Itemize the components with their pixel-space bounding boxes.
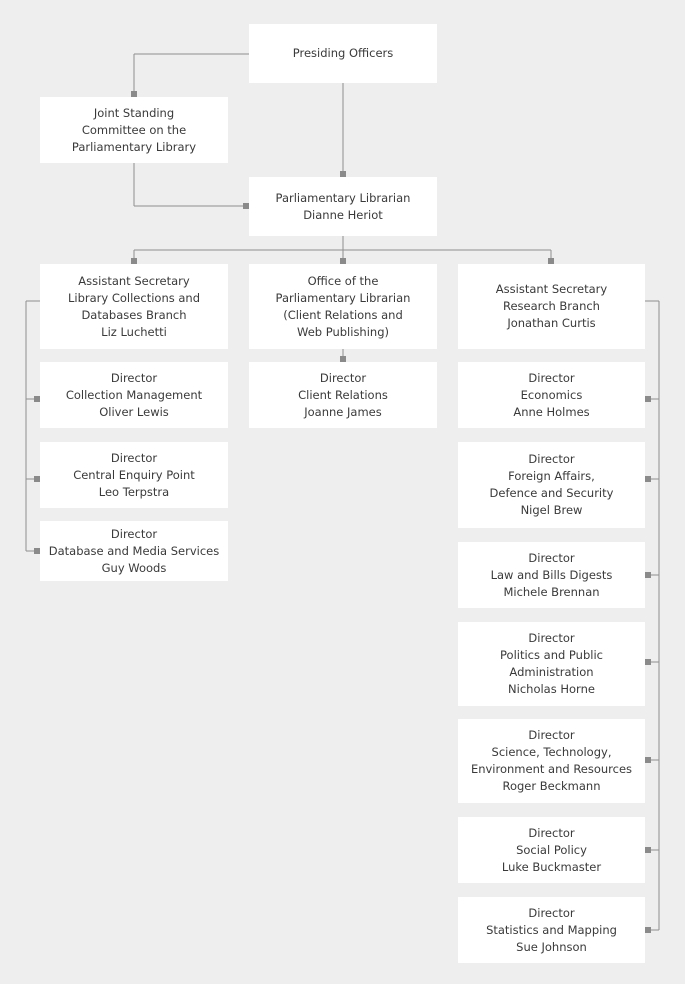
node-text: Office of the [307, 273, 379, 288]
node-text: Leo Terpstra [98, 484, 170, 499]
node-foreign-affairs: Director Foreign Affairs, Defence and Se… [458, 442, 645, 528]
node-text: Central Enquiry Point [73, 467, 195, 482]
node-text: Web Publishing) [297, 324, 389, 339]
node-office-of-librarian: Office of the Parliamentary Librarian (C… [249, 264, 437, 349]
node-economics: Director Economics Anne Holmes [458, 362, 645, 428]
node-text: Defence and Security [489, 486, 614, 500]
node-text: Law and Bills Digests [490, 567, 613, 582]
node-text: Director [528, 631, 575, 645]
node-parliamentary-librarian: Parliamentary Librarian Dianne Heriot [249, 177, 437, 236]
node-text: Joint Standing [93, 105, 175, 120]
node-text: Dianne Heriot [303, 207, 383, 222]
node-text: Nigel Brew [520, 503, 583, 517]
node-text: Collection Management [65, 387, 203, 402]
node-text: Social Policy [516, 842, 587, 857]
node-text: Foreign Affairs, [508, 469, 595, 483]
node-collection-management: Director Collection Management Oliver Le… [40, 362, 228, 428]
node-text: Statistics and Mapping [486, 922, 617, 937]
node-text: Director [319, 370, 367, 385]
node-text: Assistant Secretary [495, 282, 608, 296]
node-text: Library Collections and [67, 290, 201, 305]
node-text: Databases Branch [81, 307, 187, 322]
node-text: Luke Buckmaster [501, 859, 602, 874]
node-assistant-secretary-research: Assistant Secretary Research Branch Jona… [458, 264, 645, 349]
node-politics-public-administration: Director Politics and Public Administrat… [458, 622, 645, 706]
node-text: Assistant Secretary [78, 273, 190, 288]
node-text: Liz Luchetti [101, 324, 167, 339]
node-text: Director [528, 452, 575, 466]
node-text: Client Relations [298, 387, 388, 402]
node-text: Committee on the [81, 122, 187, 137]
node-text: Director [528, 370, 575, 385]
node-text: Administration [509, 665, 594, 679]
node-text: Director [110, 526, 158, 541]
node-text: Director [528, 550, 575, 565]
node-text: Presiding Officers [292, 46, 394, 60]
node-text: Oliver Lewis [99, 404, 169, 419]
node-text: Sue Johnson [516, 939, 587, 954]
node-text: Director [528, 825, 575, 840]
node-assistant-secretary-collections: Assistant Secretary Library Collections … [40, 264, 228, 349]
node-text: Database and Media Services [48, 543, 220, 558]
node-text: Michele Brennan [503, 584, 600, 599]
node-science-technology: Director Science, Technology, Environmen… [458, 719, 645, 803]
node-text: Parliamentary Librarian [275, 290, 411, 305]
node-presiding-officers: Presiding Officers [249, 24, 437, 83]
node-text: (Client Relations and [283, 307, 403, 322]
node-central-enquiry-point: Director Central Enquiry Point Leo Terps… [40, 442, 228, 508]
node-statistics-mapping: Director Statistics and Mapping Sue John… [458, 897, 645, 963]
node-joint-standing-committee: Joint Standing Committee on the Parliame… [40, 97, 228, 163]
node-text: Parliamentary Librarian [275, 190, 411, 205]
node-text: Roger Beckmann [502, 779, 601, 793]
node-social-policy: Director Social Policy Luke Buckmaster [458, 817, 645, 883]
node-text: Science, Technology, [491, 745, 612, 759]
node-text: Jonathan Curtis [507, 316, 596, 330]
node-text: Director [110, 450, 158, 465]
node-text: Anne Holmes [513, 404, 590, 419]
node-database-media-services: Director Database and Media Services Guy… [40, 521, 228, 581]
node-text: Politics and Public [500, 648, 603, 662]
node-text: Parliamentary Library [71, 139, 197, 154]
node-law-bills-digests: Director Law and Bills Digests Michele B… [458, 542, 645, 608]
node-client-relations: Director Client Relations Joanne James [249, 362, 437, 428]
node-text: Economics [520, 387, 583, 402]
node-text: Environment and Resources [470, 762, 633, 776]
node-text: Nicholas Horne [508, 682, 595, 696]
node-text: Director [528, 905, 575, 920]
node-text: Director [110, 370, 158, 385]
node-text: Research Branch [503, 299, 600, 313]
node-text: Joanne James [304, 404, 382, 419]
node-text: Director [528, 728, 575, 742]
node-text: Guy Woods [101, 560, 167, 575]
